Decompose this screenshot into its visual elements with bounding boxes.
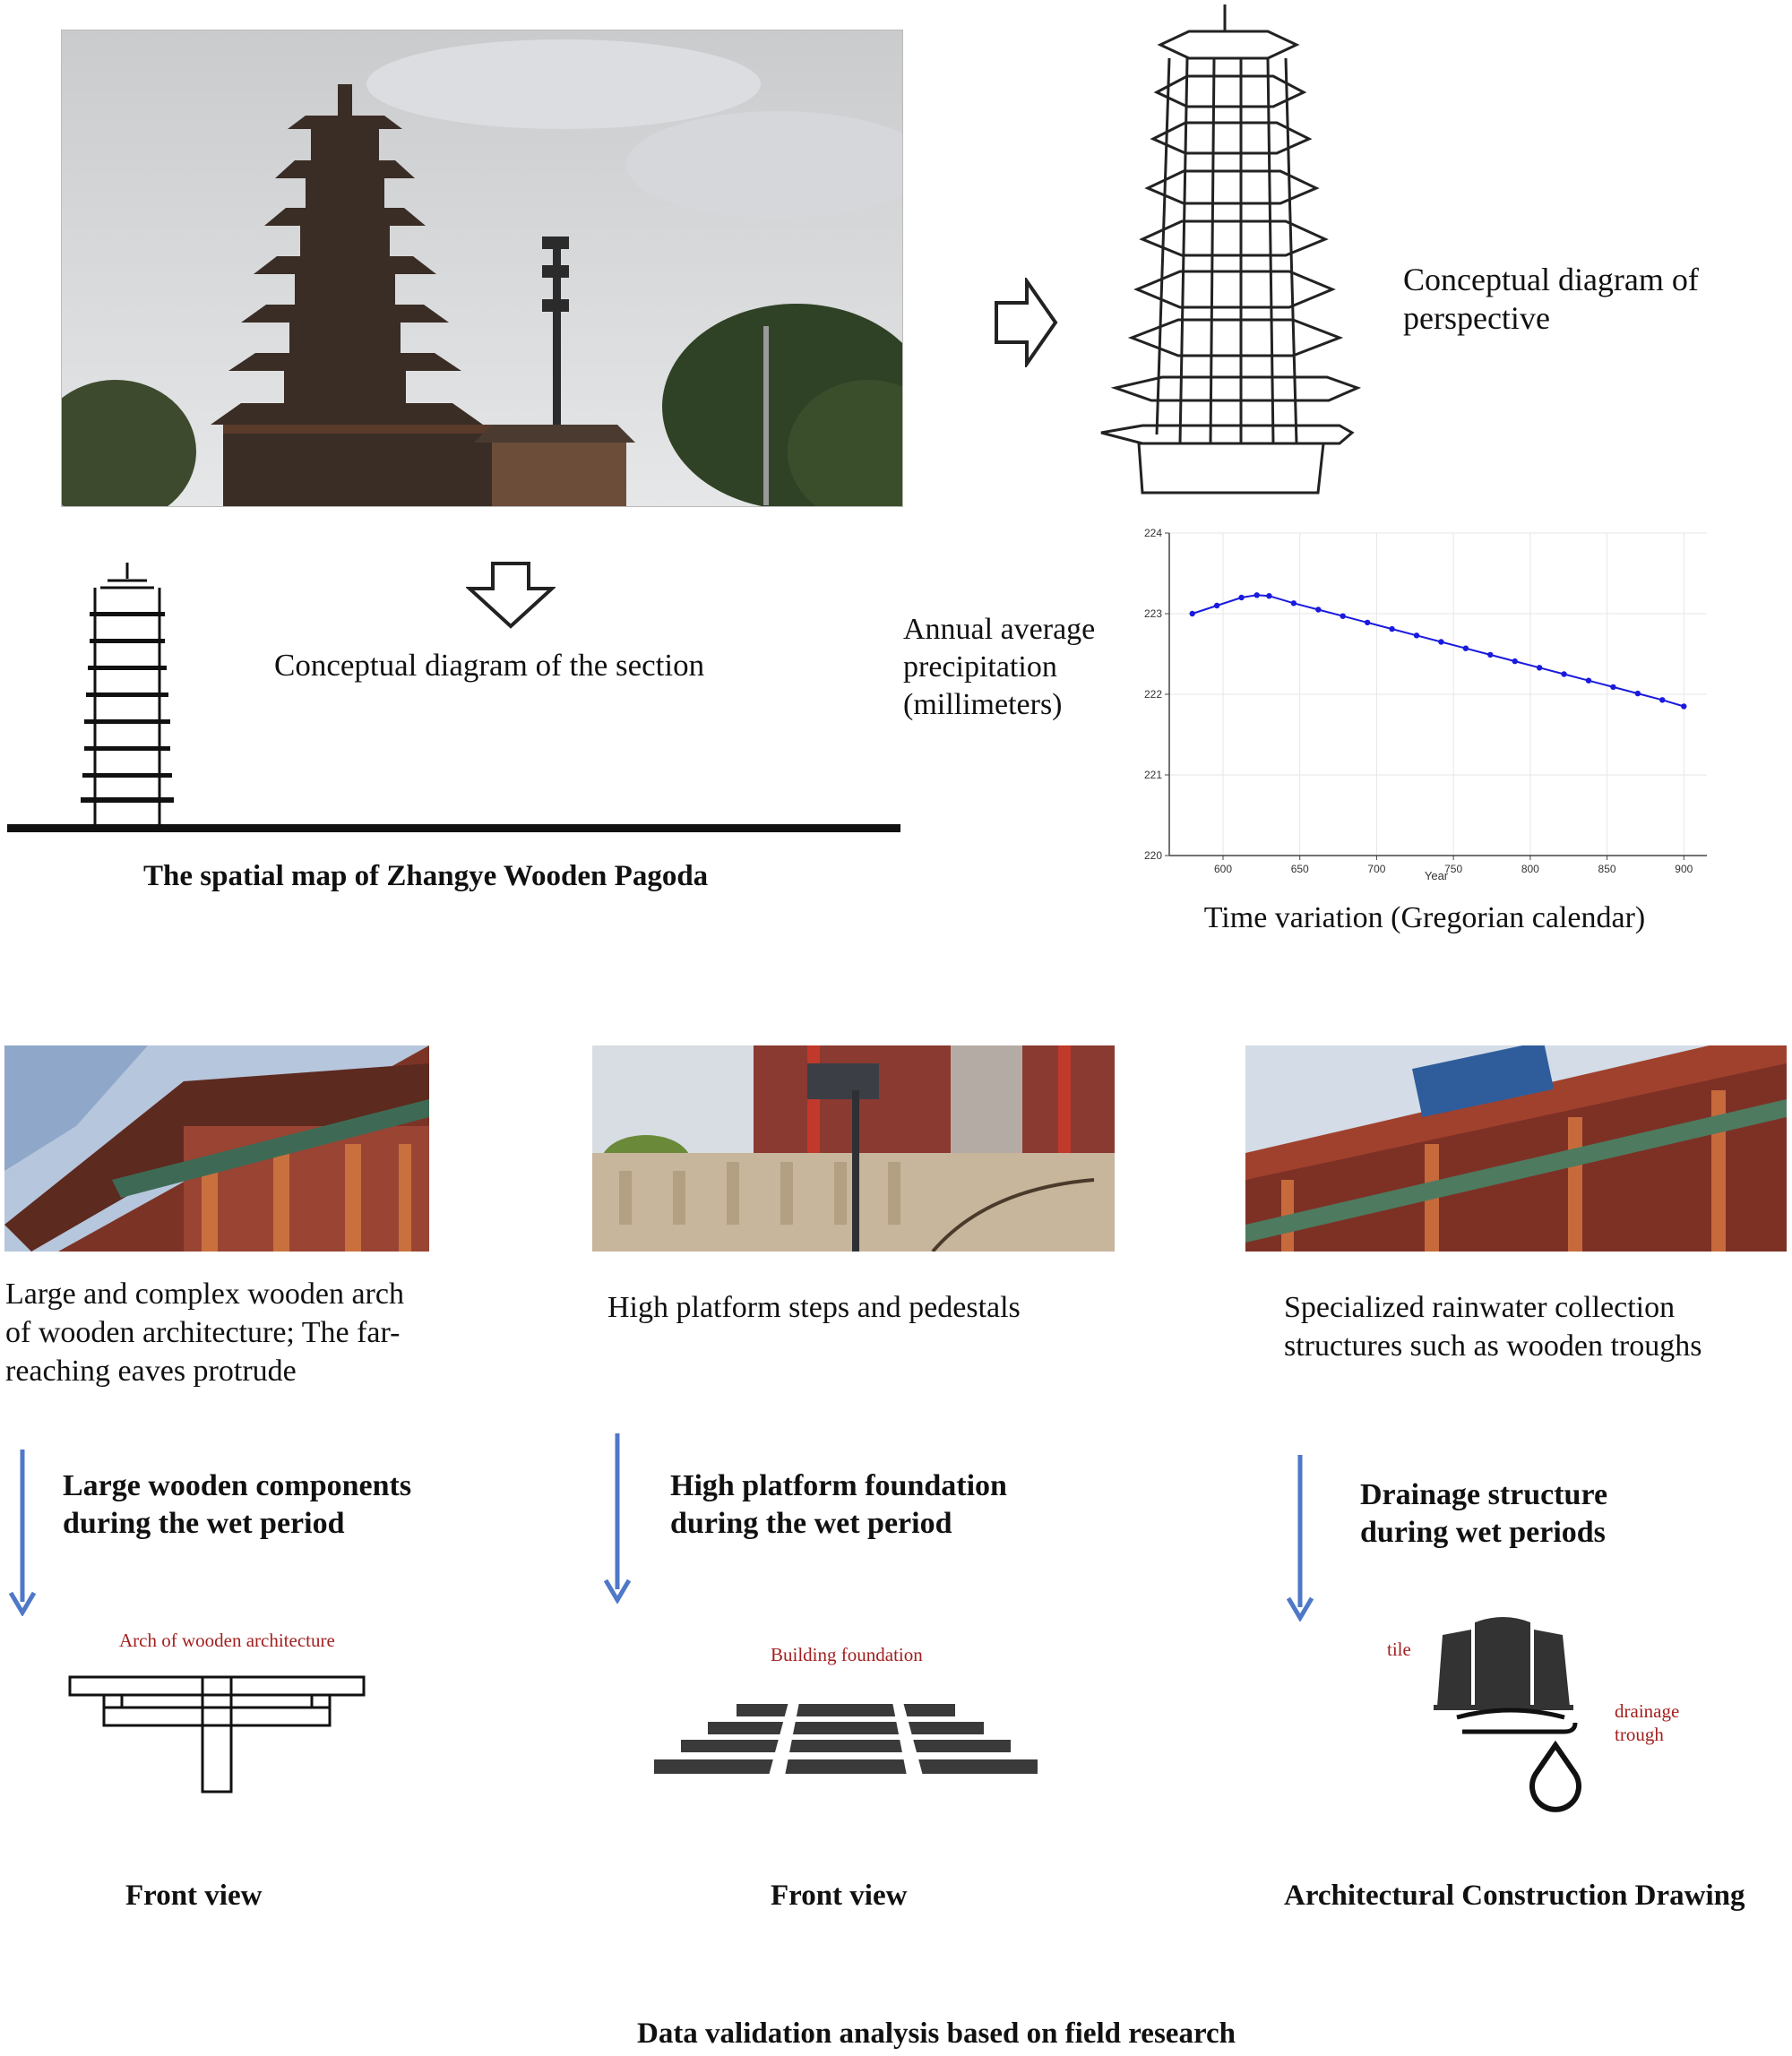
chart-y-tick-label: 223: [1144, 607, 1162, 620]
pagoda-photo-art: [62, 30, 902, 506]
wooden-arch-photo: [4, 1045, 429, 1252]
chart-data-point: [1315, 606, 1322, 613]
foundation-diagram: [654, 1702, 1038, 1776]
chart-y-tick-label: 220: [1144, 849, 1162, 862]
chart-data-point: [1536, 665, 1543, 671]
chart-data-point: [1266, 593, 1272, 599]
chart-y-caption: Annual average precipitation (millimeter…: [903, 613, 1096, 721]
chart-data-point: [1364, 619, 1371, 626]
perspective-caption: Conceptual diagram of perspective: [1403, 262, 1699, 336]
column3-photo-caption: Specialized rainwater collection structu…: [1284, 1291, 1702, 1363]
chart-series-line: [1192, 594, 1684, 708]
chart-data-point: [1290, 600, 1297, 606]
chart-data-point: [1189, 610, 1195, 617]
chart-y-tick-label: 224: [1144, 527, 1162, 539]
chart-data-point: [1238, 594, 1245, 601]
blue-down-arrow-icon: [603, 1433, 632, 1604]
arrow-down-icon: [466, 562, 556, 629]
column3-view-caption: Architectural Construction Drawing: [1284, 1880, 1745, 1912]
column1-photo-caption: Large and complex wooden arch of wooden …: [5, 1277, 404, 1388]
section-pagoda-icon: [81, 563, 174, 827]
chart-y-tick-label: 221: [1144, 769, 1162, 781]
section-caption: Conceptual diagram of the section: [274, 648, 705, 683]
chart-data-point: [1413, 632, 1420, 639]
ground-line: [7, 824, 900, 832]
chart-data-point: [1254, 592, 1260, 598]
blue-down-arrow-icon: [8, 1450, 37, 1616]
footer-title: Data validation analysis based on field …: [636, 2017, 1236, 2050]
pagoda-photo: [61, 30, 903, 507]
column2-heading: High platform foundation during the wet …: [670, 1469, 1007, 1540]
chart-data-point: [1659, 697, 1666, 703]
chart-x-tick-label: 650: [1291, 863, 1309, 875]
precipitation-chart: 220 221 222 223 224 600 650 700 750 800 850 900 Yea…: [1144, 527, 1707, 882]
arch-diagram-label: Arch of wooden architecture: [119, 1630, 335, 1651]
rainwater-structure-photo: [1245, 1045, 1787, 1252]
chart-data-point: [1213, 602, 1220, 609]
chart-x-axis-name: Year: [1425, 869, 1449, 882]
arch-diagram: [68, 1675, 366, 1794]
chart-x-tick-label: 850: [1598, 863, 1616, 875]
foundation-diagram-label: Building foundation: [771, 1644, 923, 1665]
chart-x-tick-label: 800: [1521, 863, 1539, 875]
spatial-map-title: The spatial map of Zhangye Wooden Pagoda: [143, 860, 709, 892]
arrow-right-icon: [995, 278, 1058, 367]
chart-data-point: [1681, 703, 1687, 710]
drainage-diagram: [1434, 1617, 1581, 1812]
chart-x-tick-label: 700: [1367, 863, 1385, 875]
column1-heading: Large wooden components during the wet p…: [63, 1469, 412, 1540]
chart-data-point: [1610, 684, 1616, 691]
chart-y-tick-label: 222: [1144, 688, 1162, 701]
chart-x-tick-label: 900: [1675, 863, 1693, 875]
chart-data-point: [1389, 625, 1395, 632]
chart-data-point: [1487, 651, 1494, 658]
chart-data-point: [1438, 639, 1444, 645]
chart-data-point: [1340, 613, 1346, 619]
perspective-drawing: [1100, 4, 1362, 495]
high-platform-photo: [592, 1045, 1115, 1252]
chart-data-point: [1512, 658, 1518, 665]
column2-photo-caption: High platform steps and pedestals: [607, 1291, 1021, 1324]
drainage-trough-label: drainage trough: [1615, 1700, 1680, 1745]
column3-heading: Drainage structure during wet periods: [1360, 1478, 1608, 1549]
chart-data-point: [1561, 671, 1567, 677]
chart-data-point: [1585, 677, 1592, 684]
blue-down-arrow-icon: [1286, 1455, 1314, 1622]
chart-data-point: [1634, 690, 1641, 697]
column2-view-caption: Front view: [771, 1880, 908, 1912]
column1-view-caption: Front view: [125, 1880, 263, 1912]
chart-data-point: [1462, 645, 1469, 651]
chart-x-tick-label: 600: [1214, 863, 1232, 875]
chart-x-caption: Time variation (Gregorian calendar): [1203, 901, 1646, 934]
tile-label: tile: [1387, 1639, 1411, 1660]
chart-x-tick-label: 750: [1444, 863, 1462, 875]
